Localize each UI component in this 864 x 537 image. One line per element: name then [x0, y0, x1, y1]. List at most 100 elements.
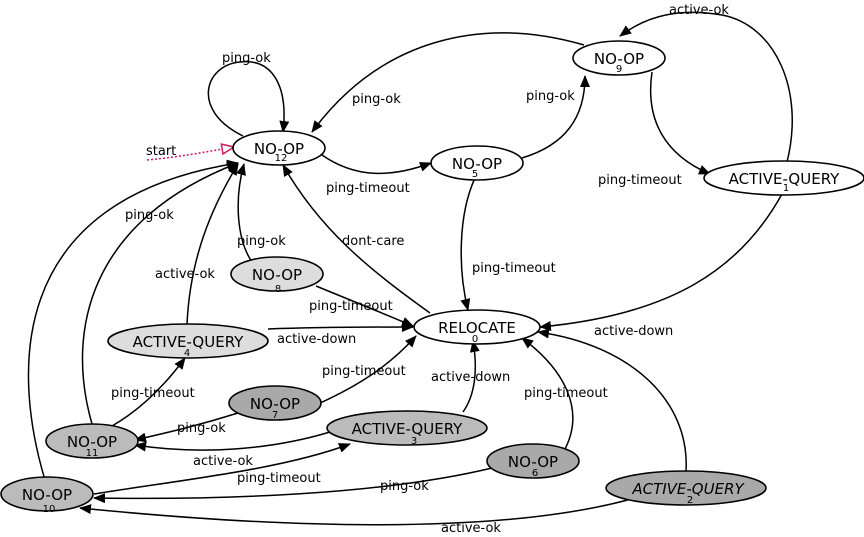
node-label: NO-OP — [594, 50, 644, 68]
edge-1-to-0: active-down — [539, 193, 783, 339]
edge-path — [315, 285, 414, 327]
node-10-no-op[interactable]: NO-OP 10 — [0, 476, 94, 515]
edge-label: ping-timeout — [524, 386, 608, 401]
edge-3-to-11: active-ok — [134, 431, 331, 469]
node-11-no-op[interactable]: NO-OP 11 — [45, 423, 139, 459]
node-index: 5 — [472, 169, 478, 180]
edge-7-to-11: ping-ok — [134, 412, 239, 443]
edge-10-to-12 — [27, 159, 239, 481]
edge-path — [93, 443, 351, 495]
node-shape — [703, 160, 864, 196]
node-index: 6 — [532, 468, 538, 479]
node-shape — [232, 130, 326, 166]
node-3-active-query[interactable]: ACTIVE-QUERY 3 — [326, 410, 488, 447]
edge-path — [81, 162, 239, 425]
node-shape — [45, 423, 139, 459]
edge-path — [27, 159, 239, 481]
edge-label: ping-timeout — [472, 261, 556, 276]
edge-label: ping-timeout — [326, 181, 410, 196]
edge-path — [79, 494, 646, 526]
node-9-no-op[interactable]: NO-OP 9 — [572, 40, 666, 76]
edge-1-to-9: active-ok — [619, 3, 793, 163]
node-index: 10 — [43, 504, 56, 515]
node-label: NO-OP — [254, 140, 304, 158]
edge-label: ping-timeout — [322, 364, 406, 379]
node-index: 2 — [687, 495, 693, 506]
edge-path — [521, 75, 590, 159]
edge-label: active-ok — [669, 3, 729, 18]
edge-path — [321, 154, 432, 175]
edge-label: ping-ok — [125, 208, 174, 223]
node-label: ACTIVE-QUERY — [133, 333, 244, 351]
node-label: ACTIVE-QUERY — [729, 170, 840, 188]
node-label: RELOCATE — [438, 319, 516, 337]
edge-path — [236, 163, 253, 263]
node-index: 12 — [275, 153, 288, 164]
edge-path — [649, 71, 711, 175]
edge-3-to-0: active-down — [431, 340, 510, 413]
edge-label: ping-timeout — [111, 386, 195, 401]
edge-path — [134, 412, 239, 443]
edge-path — [267, 322, 414, 333]
node-6-no-op[interactable]: NO-OP 6 — [486, 443, 580, 479]
edge-path — [282, 164, 431, 314]
node-index: 7 — [272, 410, 278, 421]
edge-9-to-1: ping-timeout — [598, 71, 711, 188]
edge-path — [537, 328, 687, 472]
node-index: 0 — [472, 334, 478, 345]
node-7-no-op[interactable]: NO-OP 7 — [228, 385, 322, 421]
edge-path — [111, 357, 186, 427]
edge-label: ping-timeout — [237, 471, 321, 486]
edge-label: ping-ok — [526, 89, 575, 104]
node-shape — [413, 309, 541, 345]
edge-label: ping-timeout — [598, 173, 682, 188]
node-8-no-op[interactable]: NO-OP 8 — [230, 256, 324, 295]
edge-path — [317, 335, 417, 405]
node-index: 8 — [275, 284, 281, 295]
node-shape — [605, 470, 767, 506]
node-shape — [572, 40, 666, 76]
edge-0-to-12: dont-care — [282, 164, 431, 314]
edge-path — [93, 467, 493, 504]
node-0-relocate[interactable]: RELOCATE 0 — [413, 309, 541, 345]
edge-label: active-down — [431, 370, 510, 385]
edge-7-to-0: ping-timeout — [317, 335, 417, 405]
node-shape — [230, 256, 324, 292]
edge-12-to-5: ping-timeout — [321, 154, 432, 196]
edge-path — [460, 177, 476, 311]
edge-11-to-4: ping-timeout — [111, 357, 195, 427]
edge-label: ping-timeout — [309, 299, 393, 314]
node-5-no-op[interactable]: NO-OP 5 — [430, 145, 524, 181]
edge-path — [207, 61, 290, 137]
node-12-no-op[interactable]: NO-OP 12 — [232, 130, 326, 166]
edge-12-to-12: ping-ok — [207, 51, 290, 137]
node-label: ACTIVE-QUERY — [352, 420, 463, 438]
node-label: NO-OP — [22, 486, 72, 504]
edge-label: active-ok — [441, 521, 501, 536]
edge-path — [521, 337, 574, 450]
node-shape — [430, 145, 524, 181]
node-label: NO-OP — [250, 395, 300, 413]
node-label: NO-OP — [452, 155, 502, 173]
node-shape — [0, 476, 94, 512]
node-index: 3 — [411, 436, 417, 447]
node-index: 1 — [783, 183, 789, 194]
start-arrow — [146, 147, 234, 161]
start-label: start — [146, 144, 176, 159]
edge-label: ping-ok — [352, 92, 401, 107]
node-shape — [326, 410, 488, 446]
edge-label: active-ok — [155, 267, 215, 282]
start-edge: start — [146, 144, 234, 161]
node-2-active-query[interactable]: ACTIVE-QUERY 2 — [605, 470, 767, 506]
edge-path — [134, 431, 331, 452]
edge-4-to-0: active-down — [267, 322, 414, 347]
edge-label: active-down — [277, 332, 356, 347]
node-1-active-query[interactable]: ACTIVE-QUERY 1 — [703, 160, 864, 196]
node-4-active-query[interactable]: ACTIVE-QUERY 4 — [107, 323, 269, 359]
edge-5-to-0: ping-timeout — [460, 177, 556, 311]
edge-9-to-12: ping-ok — [311, 32, 585, 133]
node-label: NO-OP — [67, 433, 117, 451]
node-index: 11 — [86, 448, 99, 459]
edge-6-to-0: ping-timeout — [521, 337, 608, 450]
